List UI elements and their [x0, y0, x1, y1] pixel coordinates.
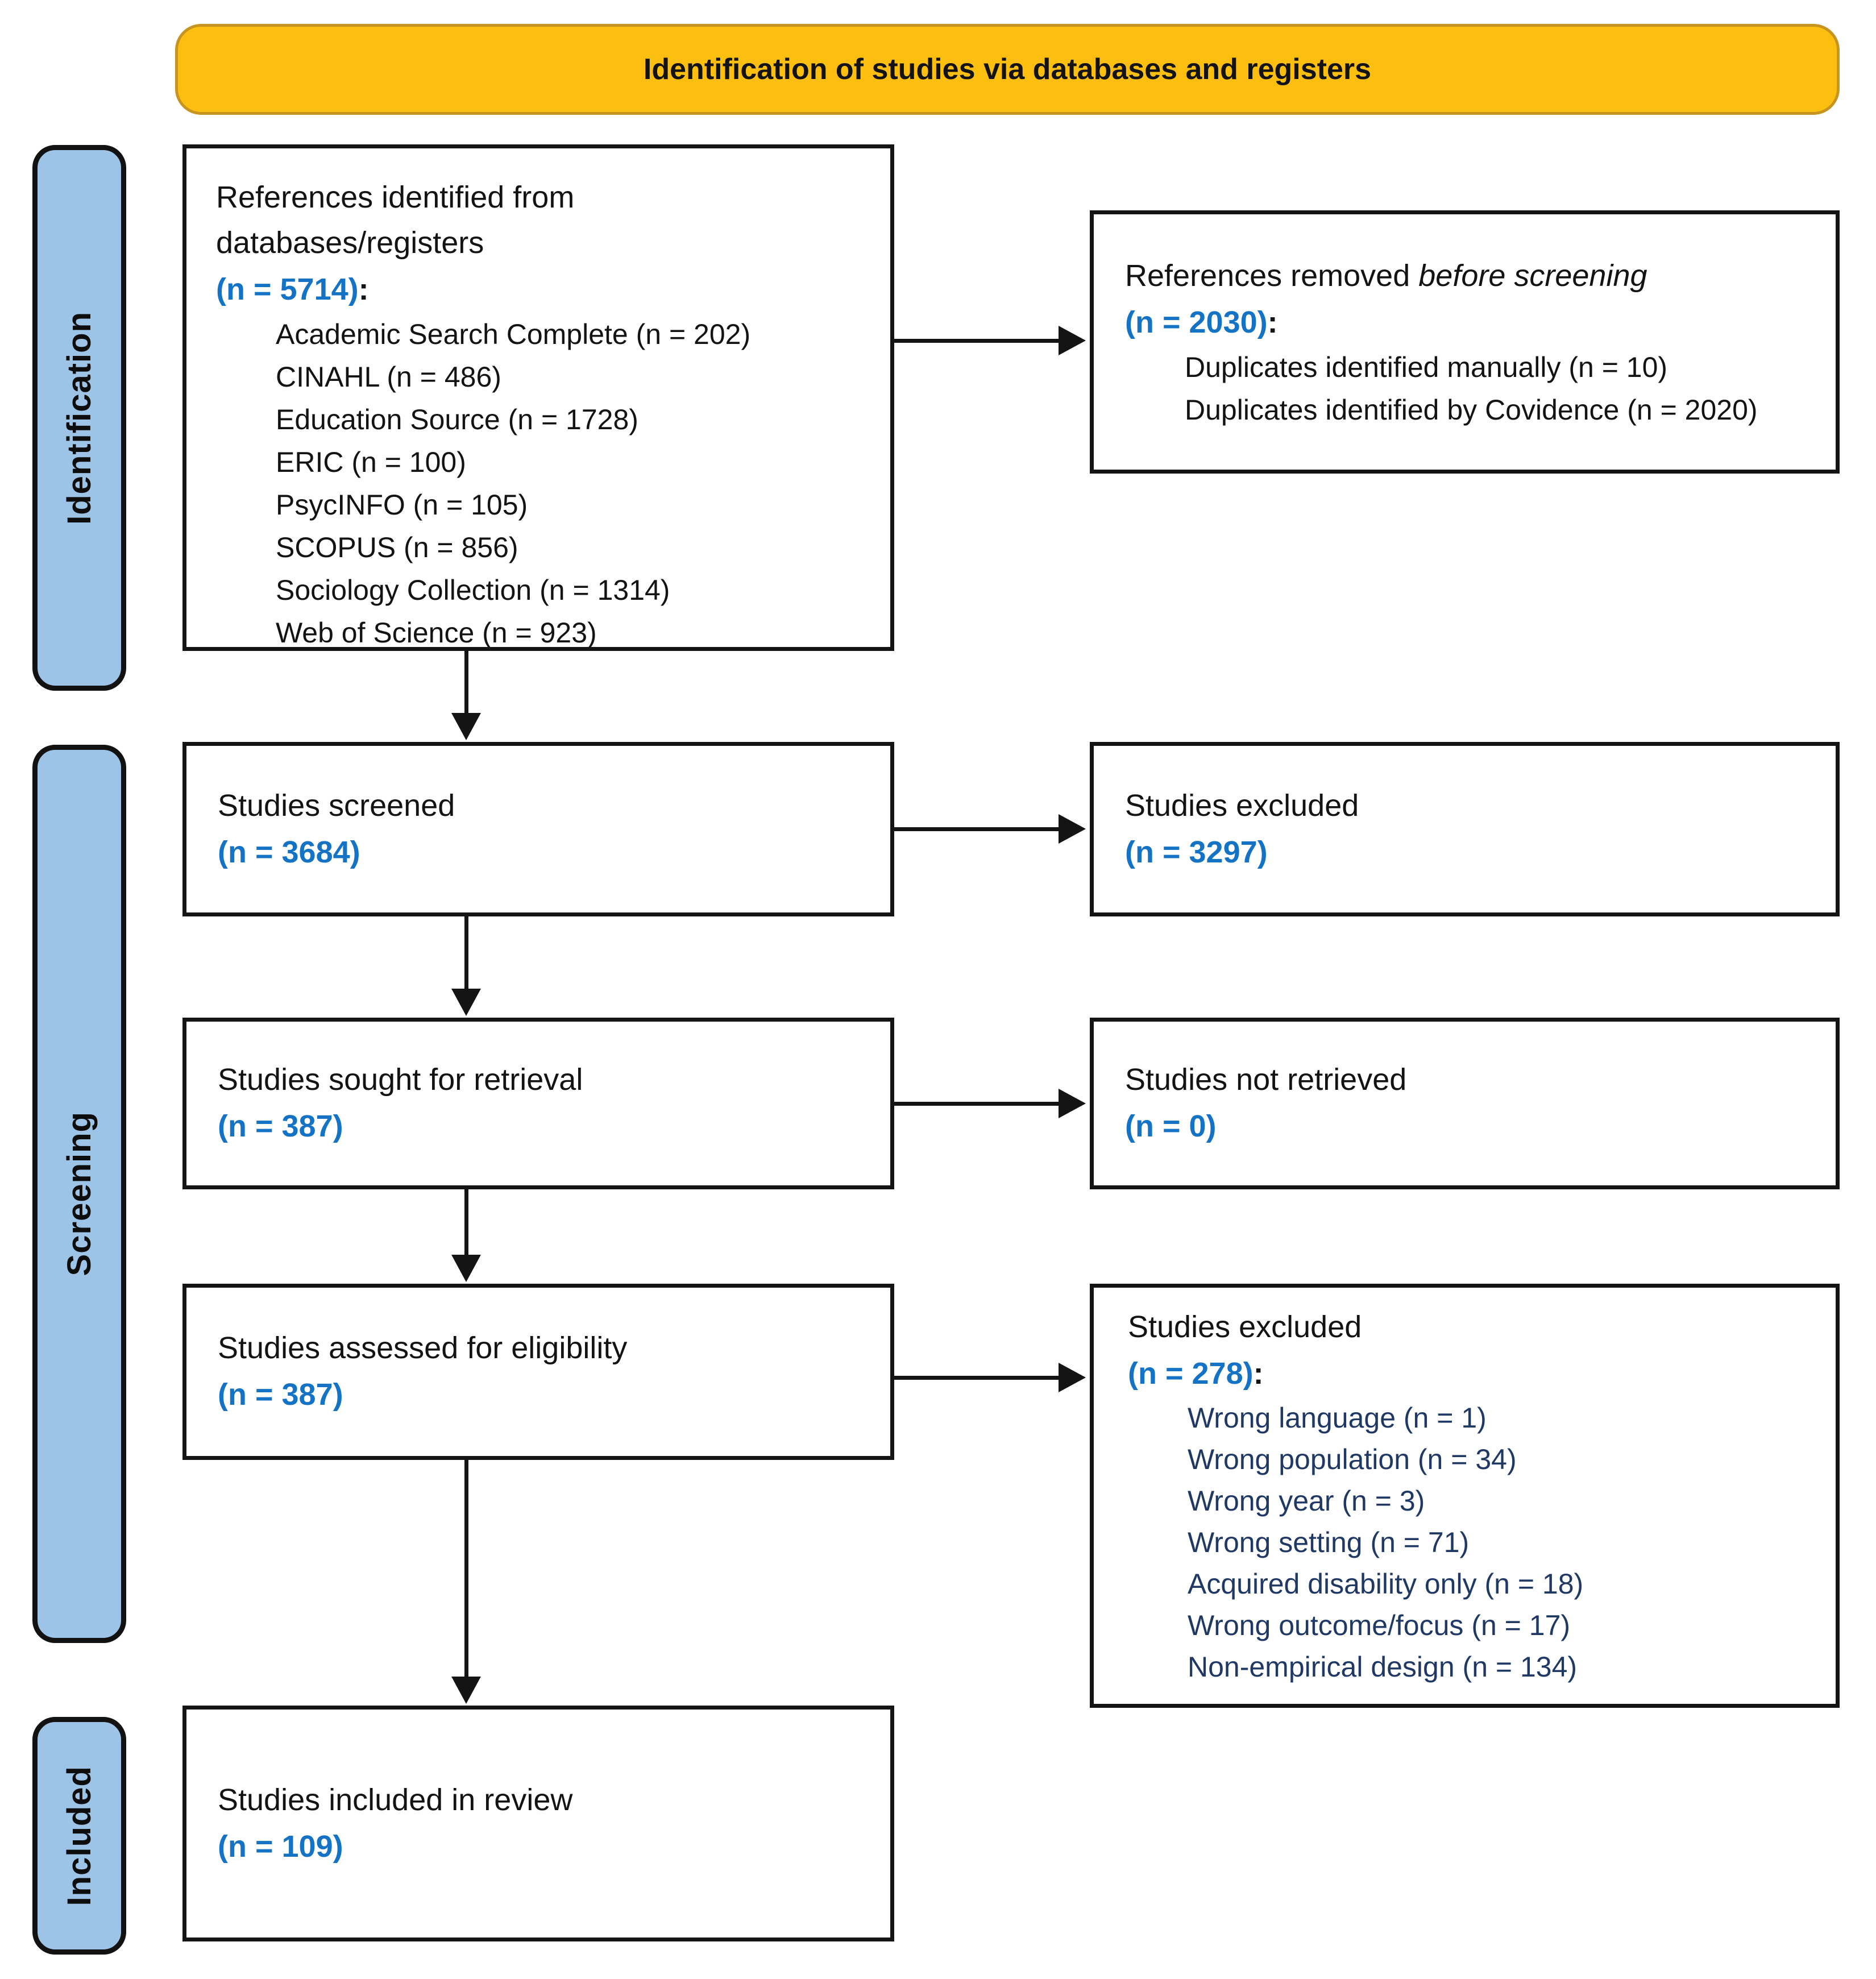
list-item: Wrong language (n = 1) [1188, 1401, 1487, 1434]
list-item: Wrong year (n = 3) [1188, 1484, 1425, 1517]
box-studies-screened: Studies screened (n = 3684) [182, 742, 894, 916]
arrow-identified-to-removed-line [894, 339, 1060, 343]
list-item: Education Source (n = 1728) [276, 404, 638, 435]
n-value: (n = 387) [218, 1109, 343, 1143]
arrow-screened-to-excluded-line [894, 827, 1060, 831]
list-item: Sociology Collection (n = 1314) [276, 574, 670, 606]
box-references-identified: References identified from databases/reg… [182, 144, 894, 651]
arrow-identified-to-screened-head [451, 713, 481, 740]
list-item: Wrong outcome/focus (n = 17) [1188, 1609, 1571, 1641]
n-value: (n = 109) [218, 1829, 343, 1864]
n-value: (n = 278) [1128, 1356, 1254, 1391]
list-item: Duplicates identified by Covidence (n = … [1185, 393, 1758, 426]
box-title: Studies assessed for eligibility [218, 1331, 628, 1365]
stage-label-text: Identification [61, 311, 98, 525]
box-references-removed: References removed before screening (n =… [1090, 210, 1840, 474]
arrow-screened-to-sought-line [464, 916, 468, 990]
list-item: Wrong setting (n = 71) [1188, 1526, 1470, 1558]
database-list: Academic Search Complete (n = 202) CINAHL… [276, 313, 873, 654]
box-studies-excluded-eligibility: Studies excluded (n = 278): Wrong langua… [1090, 1284, 1840, 1708]
box-studies-sought: Studies sought for retrieval (n = 387) [182, 1018, 894, 1189]
box-title: Studies screened [218, 788, 455, 823]
list-item: Acquired disability only (n = 18) [1188, 1567, 1584, 1600]
title-line: References identified from [216, 180, 575, 214]
colon: : [1267, 305, 1278, 339]
n-count-line: (n = 2030): [1125, 298, 1836, 346]
n-value: (n = 3297) [1125, 835, 1268, 869]
list-item: CINAHL (n = 486) [276, 361, 501, 393]
box-title: Studies excluded [1125, 788, 1359, 823]
stage-label-text: Included [61, 1765, 98, 1906]
box-studies-excluded-screening: Studies excluded (n = 3297) [1090, 742, 1840, 916]
arrow-assessed-to-included-line [464, 1460, 468, 1679]
arrow-screened-to-excluded-head [1059, 814, 1086, 844]
box-studies-assessed: Studies assessed for eligibility (n = 38… [182, 1284, 894, 1460]
arrow-sought-to-not-retrieved-line [894, 1102, 1060, 1106]
arrow-assessed-to-included-head [451, 1677, 481, 1704]
banner: Identification of studies via databases … [175, 24, 1840, 115]
title-text: References removed [1125, 258, 1419, 293]
exclusion-reason-list: Wrong language (n = 1) Wrong population (… [1188, 1397, 1836, 1688]
arrow-identified-to-screened-line [464, 651, 468, 716]
list-item: ERIC (n = 100) [276, 446, 466, 478]
arrow-screened-to-sought-head [451, 989, 481, 1016]
box-title: Studies not retrieved [1125, 1063, 1407, 1097]
box-title: Studies sought for retrieval [218, 1063, 583, 1097]
arrow-assessed-to-excluded-line [894, 1376, 1060, 1380]
arrow-sought-to-assessed-line [464, 1189, 468, 1256]
n-value: (n = 3684) [218, 835, 360, 869]
arrow-identified-to-removed-head [1059, 326, 1086, 355]
n-count-line: (n = 278): [1128, 1350, 1836, 1397]
title-text-italic: before screening [1418, 258, 1647, 293]
list-item: Academic Search Complete (n = 202) [276, 318, 751, 350]
list-item: Wrong population (n = 34) [1188, 1443, 1517, 1475]
box-title: Studies excluded [1128, 1309, 1362, 1344]
n-count-line: (n = 5714): [216, 265, 873, 313]
stage-label-text: Screening [61, 1111, 98, 1276]
list-item: Web of Science (n = 923) [276, 617, 597, 649]
title-line: databases/registers [216, 226, 484, 260]
arrow-sought-to-assessed-head [451, 1255, 481, 1282]
colon: : [358, 272, 369, 306]
stage-label-included: Included [32, 1717, 126, 1955]
arrow-sought-to-not-retrieved-head [1059, 1089, 1086, 1118]
list-item: SCOPUS (n = 856) [276, 532, 518, 563]
list-item: Duplicates identified manually (n = 10) [1185, 351, 1668, 383]
box-title: Studies included in review [218, 1782, 573, 1817]
stage-label-identification: Identification [32, 145, 126, 691]
n-value: (n = 0) [1125, 1109, 1217, 1143]
box-studies-included: Studies included in review (n = 109) [182, 1706, 894, 1941]
n-value: (n = 5714) [216, 272, 359, 306]
colon: : [1253, 1356, 1264, 1391]
arrow-assessed-to-excluded-head [1059, 1363, 1086, 1392]
box-title: References removed before screening [1125, 253, 1836, 298]
box-studies-not-retrieved: Studies not retrieved (n = 0) [1090, 1018, 1840, 1189]
stage-label-screening: Screening [32, 745, 126, 1643]
n-value: (n = 387) [218, 1378, 343, 1412]
n-value: (n = 2030) [1125, 305, 1268, 339]
list-item: PsycINFO (n = 105) [276, 489, 528, 521]
banner-title: Identification of studies via databases … [643, 53, 1372, 86]
duplicates-list: Duplicates identified manually (n = 10) D… [1185, 346, 1836, 432]
list-item: Non-empirical design (n = 134) [1188, 1650, 1578, 1683]
box-title: References identified from databases/reg… [216, 175, 873, 265]
